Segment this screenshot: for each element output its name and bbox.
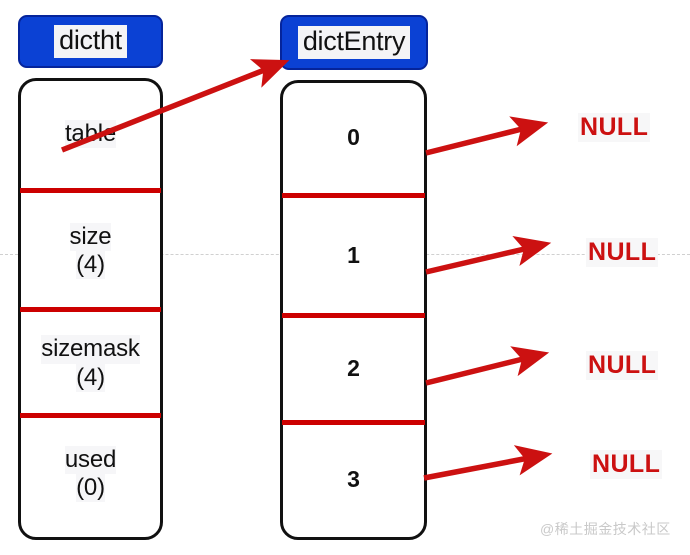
watermark: @稀土掘金技术社区	[540, 521, 671, 537]
dictht-divider-3	[20, 413, 161, 418]
arrow-slot-3-to-null	[423, 445, 553, 481]
null-label-2: NULL	[586, 351, 659, 380]
dictht-divider-1	[20, 188, 161, 193]
dictentry-divider-1	[282, 193, 425, 198]
dictentry-divider-2	[282, 313, 425, 318]
arrow-slot-1-to-null	[425, 236, 552, 275]
dictht-header-pill: dictht	[18, 15, 163, 68]
dictht-divider-2	[20, 307, 161, 312]
null-label-1: NULL	[586, 238, 659, 267]
dictentry-header-pill: dictEntry	[280, 15, 428, 70]
dictentry-divider-3	[282, 420, 425, 425]
dictentry-header-label: dictEntry	[297, 26, 411, 59]
null-label-0: NULL	[578, 113, 651, 142]
arrow-slot-2-to-null	[425, 346, 550, 386]
dictht-header-label: dictht	[54, 25, 127, 58]
dictentry-array-box	[280, 80, 427, 540]
null-label-3: NULL	[590, 450, 663, 479]
arrow-slot-0-to-null	[425, 116, 549, 156]
